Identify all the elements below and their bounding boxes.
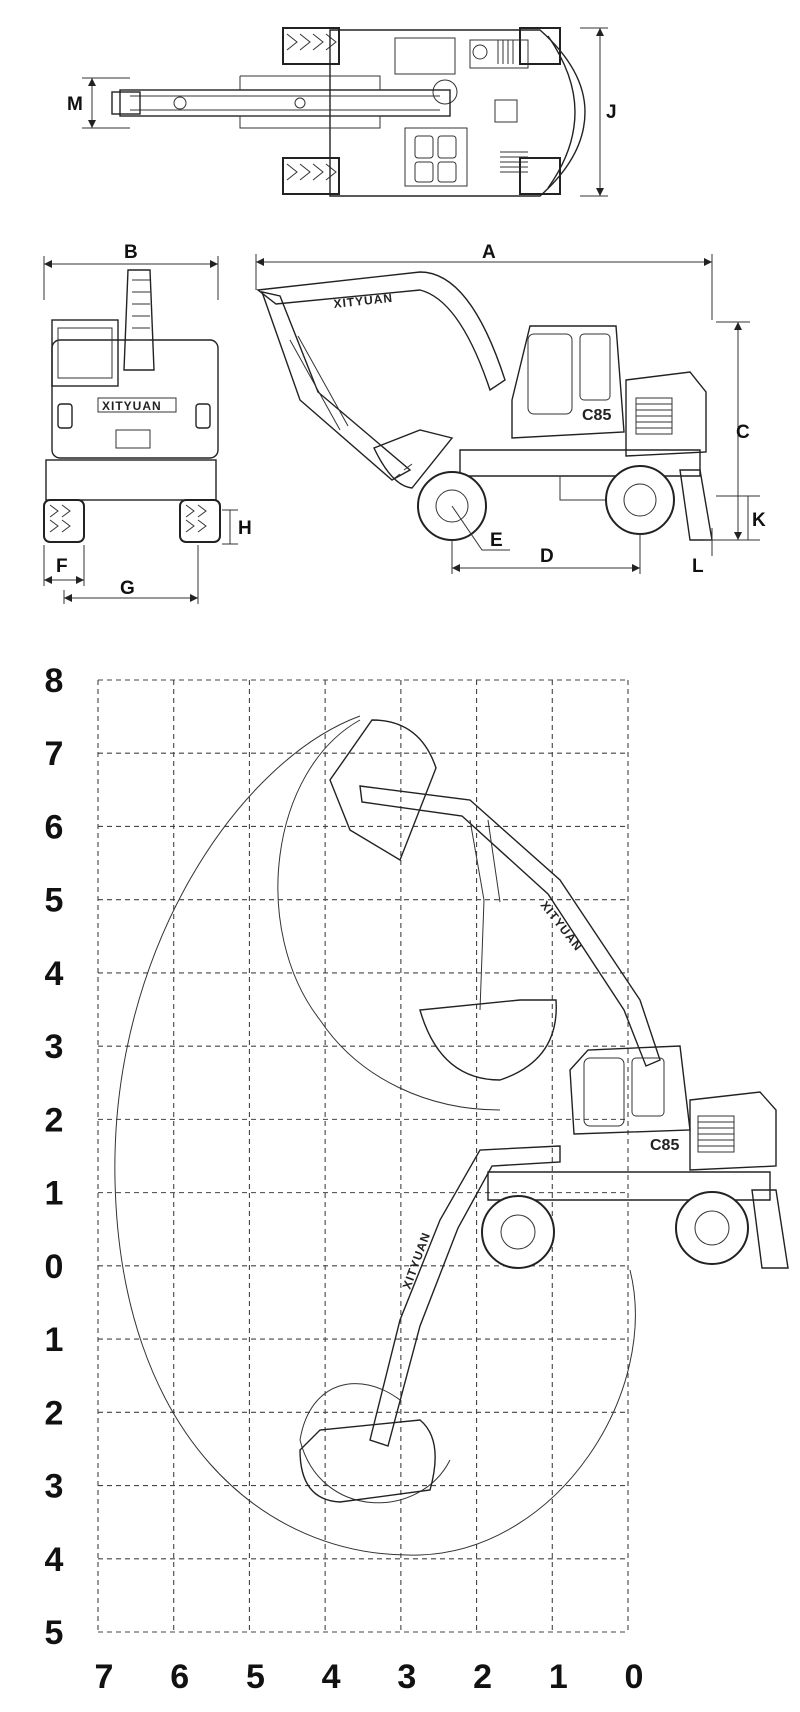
y-axis-tick-label: 3 — [45, 1468, 64, 1506]
dim-label-c: C — [736, 422, 750, 443]
dim-label-m: M — [67, 94, 83, 115]
dim-label-f: F — [56, 556, 68, 577]
rear-view: XITYUAN B F G H — [43, 242, 252, 604]
x-axis-tick-label: 6 — [170, 1658, 189, 1696]
top-tyre-rear-right — [519, 157, 561, 195]
y-axis-tick-label: 2 — [45, 1101, 64, 1139]
range-tyre-rear — [675, 1191, 749, 1265]
side-view: XITYUAN C85 A C D E — [255, 242, 766, 577]
x-axis-tick-label: 1 — [549, 1658, 568, 1696]
x-axis-tick-label: 4 — [322, 1658, 341, 1696]
x-axis-tick-label: 0 — [625, 1658, 644, 1696]
dim-label-k: K — [752, 510, 766, 531]
reach-envelope-dig — [299, 1383, 451, 1504]
x-axis-tick-label: 2 — [473, 1658, 492, 1696]
range-tyre-front — [481, 1195, 555, 1269]
reach-envelope-inner — [277, 719, 501, 1111]
y-axis-tick-label: 5 — [45, 1614, 64, 1652]
x-axis-tick-label: 7 — [95, 1658, 114, 1696]
y-axis-tick-label: 4 — [45, 955, 64, 993]
y-axis-tick-label: 7 — [45, 735, 64, 773]
y-axis-tick-label: 3 — [45, 1028, 64, 1066]
dim-label-g: G — [120, 578, 135, 599]
reach-envelope-outer — [114, 715, 636, 1556]
y-axis-tick-label: 4 — [45, 1541, 64, 1579]
y-axis-tick-label: 1 — [45, 1175, 64, 1213]
top-view: M J — [67, 27, 617, 197]
y-axis-tick-label: 5 — [45, 882, 64, 920]
range-model-text: C85 — [650, 1137, 679, 1154]
side-tyre-rear — [605, 465, 675, 535]
x-axis-tick-label: 5 — [246, 1658, 265, 1696]
y-axis-labels: 8 7 6 5 4 3 2 1 0 1 2 3 4 5 — [45, 662, 64, 1652]
top-tyre-rear-left — [519, 27, 561, 65]
y-axis-tick-label: 2 — [45, 1394, 64, 1432]
dim-label-j: J — [606, 102, 617, 123]
x-axis-labels: 7 6 5 4 3 2 1 0 — [95, 1658, 644, 1696]
working-range-grid — [97, 679, 629, 1633]
dim-label-a: A — [482, 242, 496, 263]
excavator-body: C85 — [481, 1045, 789, 1269]
dim-label-b: B — [124, 242, 138, 263]
side-model-text: C85 — [582, 407, 611, 424]
dim-label-d: D — [540, 546, 554, 567]
dim-label-h: H — [238, 518, 252, 539]
x-axis-tick-label: 3 — [397, 1658, 416, 1696]
rear-brand-text: XITYUAN — [102, 399, 162, 413]
y-axis-tick-label: 6 — [45, 808, 64, 846]
lowered-arm-brand-text: XITYUAN — [400, 1230, 434, 1291]
dim-label-l: L — [692, 556, 704, 577]
y-axis-tick-label: 0 — [45, 1248, 64, 1286]
y-axis-tick-label: 1 — [45, 1321, 64, 1359]
y-axis-tick-label: 8 — [45, 662, 64, 700]
boom-brand-text: XITYUAN — [333, 291, 394, 311]
dim-label-e: E — [490, 530, 503, 551]
